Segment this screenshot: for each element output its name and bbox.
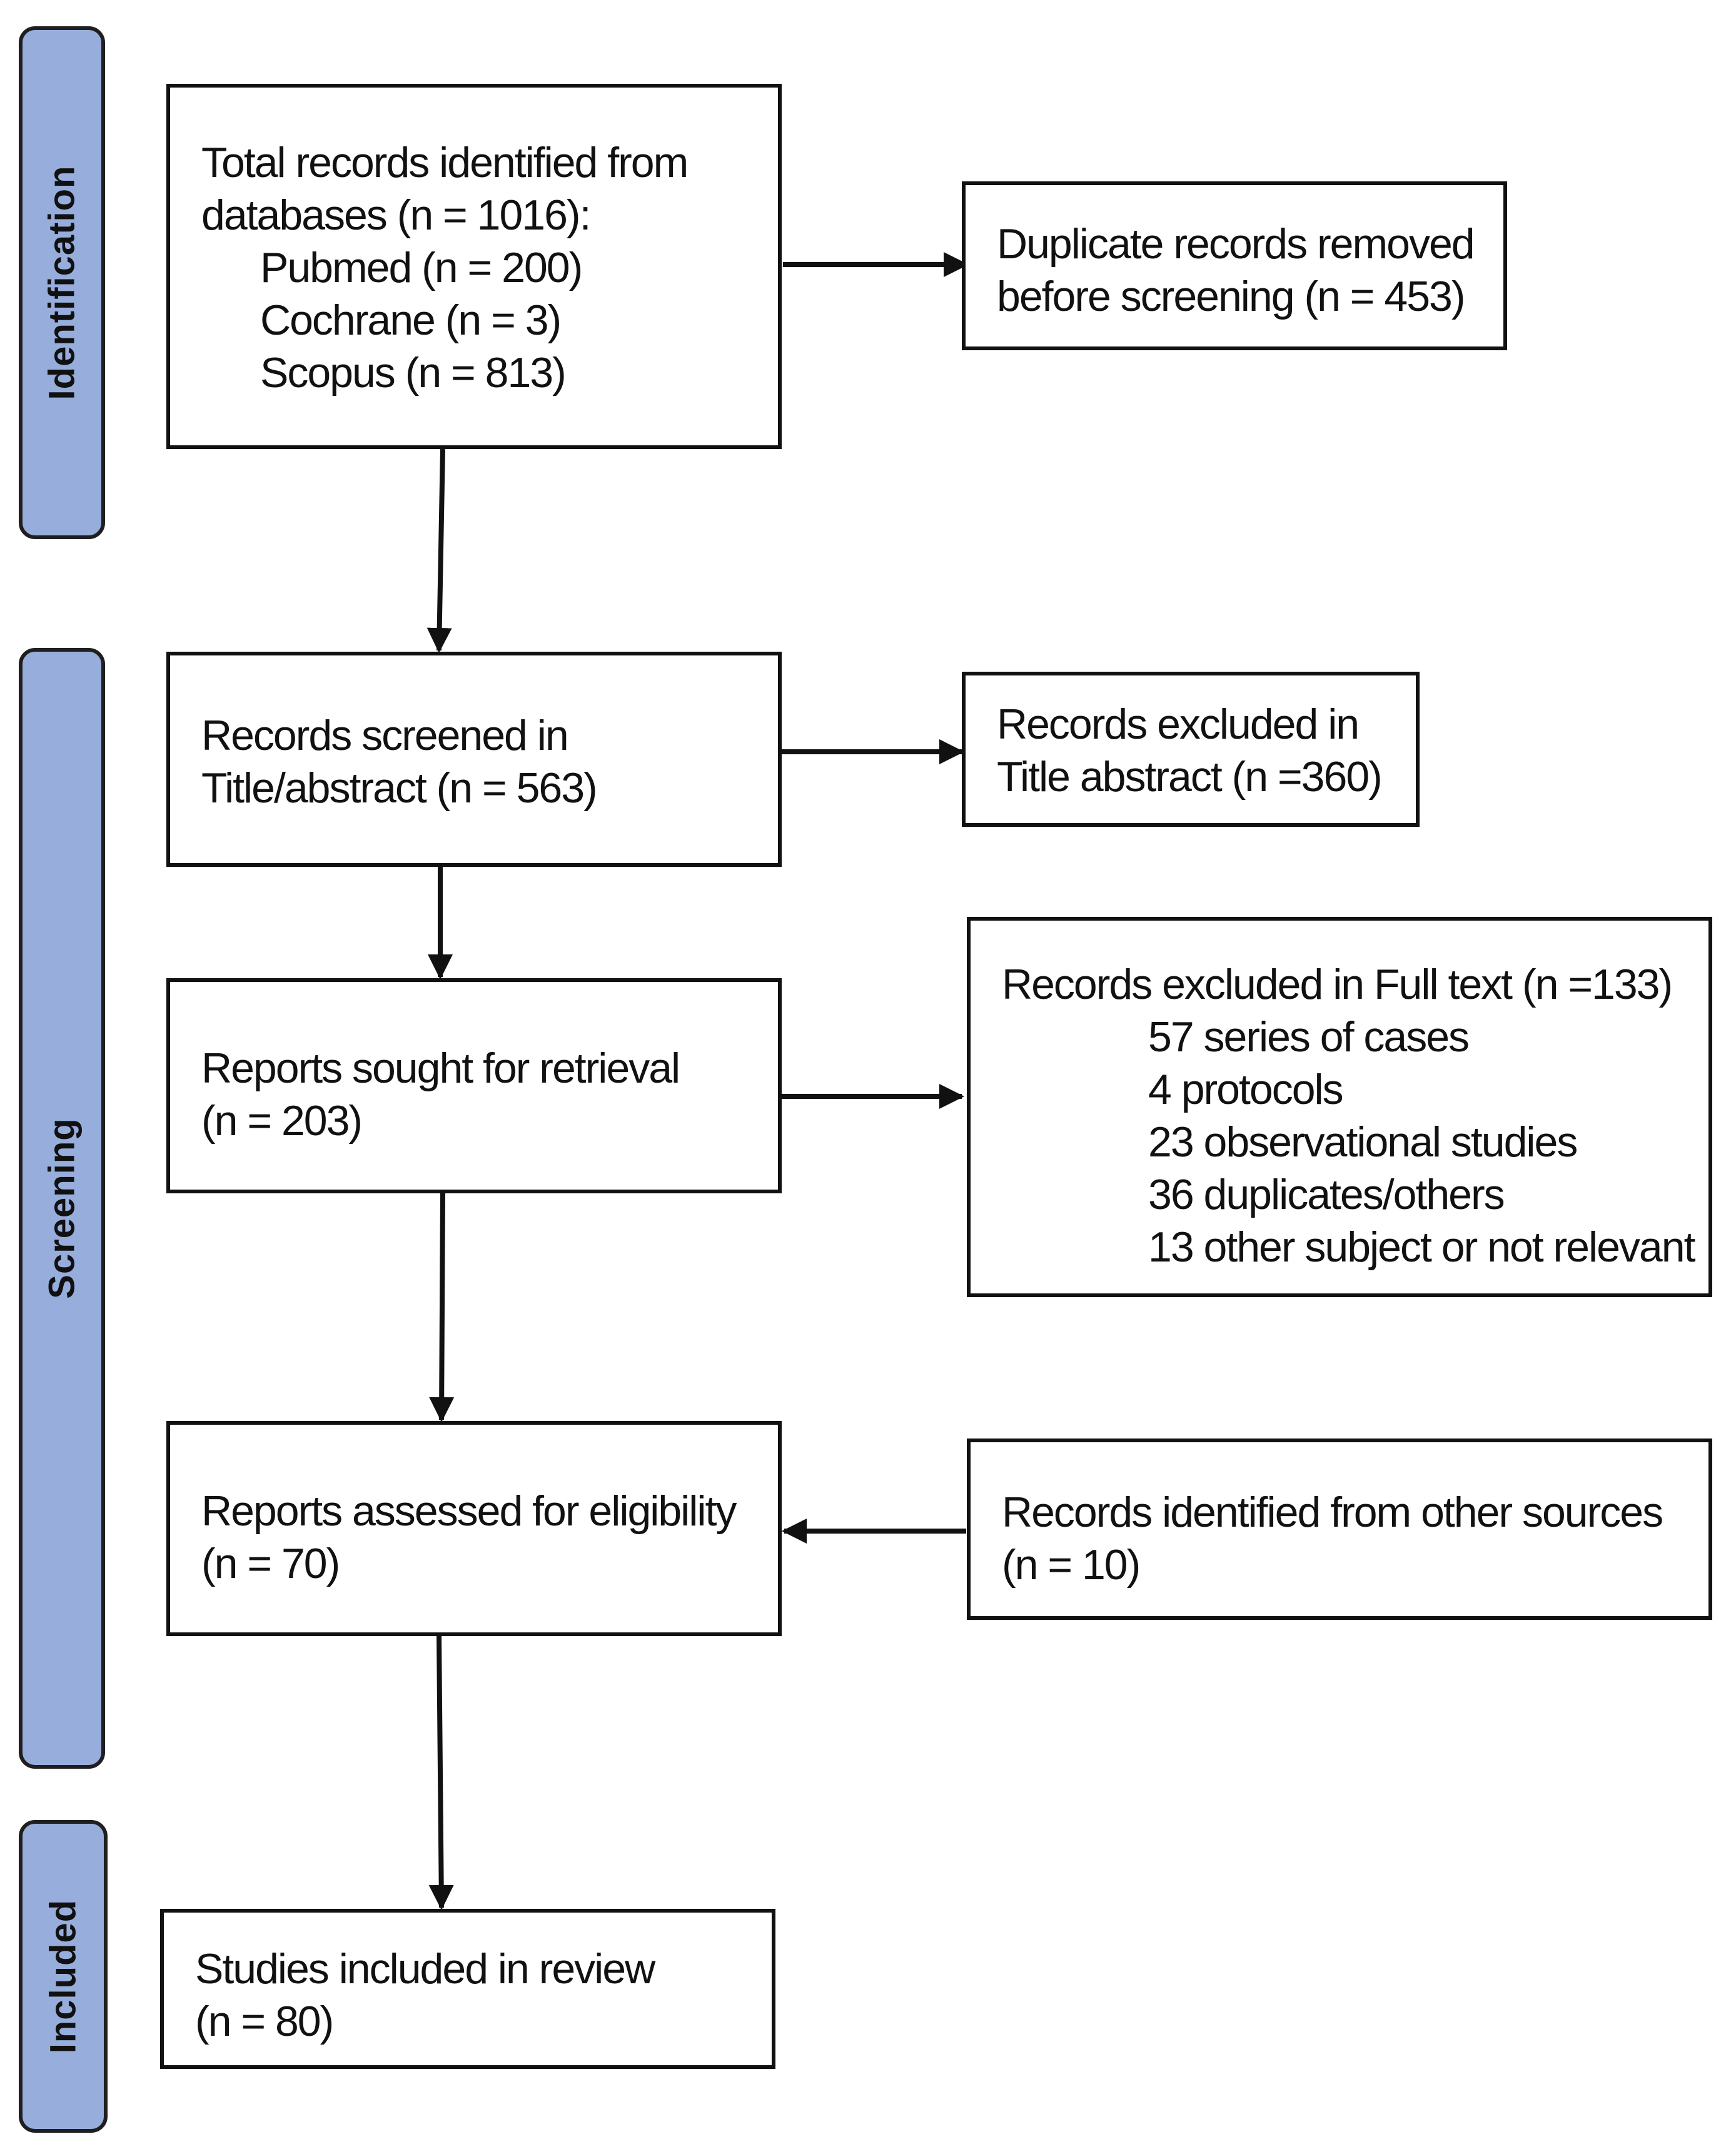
excluded-title-line2: Title abstract (n =360) bbox=[997, 753, 1383, 801]
source-scopus: Scopus (n = 813) bbox=[260, 349, 567, 397]
reason-observational: 23 observational studies bbox=[1148, 1118, 1578, 1166]
box-duplicates-removed: Duplicate records removed before screeni… bbox=[962, 181, 1507, 350]
assessed-line2: (n = 70) bbox=[201, 1540, 340, 1587]
sought-line2: (n = 203) bbox=[201, 1097, 363, 1145]
other-sources-line2: (n = 10) bbox=[1002, 1541, 1141, 1589]
box-excluded-full-text: Records excluded in Full text (n =133) 5… bbox=[967, 917, 1712, 1297]
phase-identification: Identification bbox=[19, 26, 105, 539]
screened-line2: Title/abstract (n = 563) bbox=[201, 764, 598, 812]
phase-included: Included bbox=[19, 1820, 108, 2133]
excluded-title-line1: Records excluded in bbox=[997, 700, 1360, 748]
reason-series-of-cases: 57 series of cases bbox=[1148, 1013, 1470, 1061]
box-records-screened: Records screened in Title/abstract (n = … bbox=[166, 652, 782, 867]
box-total-records: Total records identified from databases … bbox=[166, 84, 782, 449]
sought-line1: Reports sought for retrieval bbox=[201, 1044, 680, 1092]
duplicates-line2: before screening (n = 453) bbox=[997, 273, 1465, 320]
reason-duplicates: 36 duplicates/others bbox=[1148, 1171, 1505, 1218]
arrow-to-assessed bbox=[429, 1193, 455, 1422]
box-reports-sought: Reports sought for retrieval (n = 203) bbox=[166, 978, 782, 1193]
excluded-fulltext-header: Records excluded in Full text (n =133) bbox=[1002, 961, 1673, 1008]
duplicates-line1: Duplicate records removed bbox=[997, 220, 1475, 268]
other-sources-line1: Records identified from other sources bbox=[1002, 1489, 1663, 1536]
included-line2: (n = 80) bbox=[195, 1998, 334, 2045]
box-excluded-title-abstract: Records excluded in Title abstract (n =3… bbox=[962, 672, 1420, 827]
screened-line1: Records screened in bbox=[201, 712, 569, 759]
box-other-sources: Records identified from other sources (n… bbox=[967, 1439, 1712, 1620]
arrow-to-screened bbox=[426, 448, 452, 653]
source-cochrane: Cochrane (n = 3) bbox=[260, 296, 562, 344]
box-reports-assessed: Reports assessed for eligibility (n = 70… bbox=[166, 1421, 782, 1636]
phase-screening: Screening bbox=[19, 648, 105, 1769]
arrow-to-included bbox=[428, 1636, 454, 1910]
box-studies-included: Studies included in review (n = 80) bbox=[160, 1909, 775, 2069]
included-line1: Studies included in review bbox=[195, 1945, 655, 1993]
reason-protocols: 4 protocols bbox=[1148, 1066, 1344, 1113]
total-records-line1: Total records identified from bbox=[201, 139, 689, 186]
total-records-line2: databases (n = 1016): bbox=[201, 191, 591, 239]
assessed-line1: Reports assessed for eligibility bbox=[201, 1487, 737, 1535]
source-pubmed: Pubmed (n = 200) bbox=[260, 244, 583, 291]
reason-other-subject: 13 other subject or not relevant bbox=[1148, 1223, 1695, 1271]
